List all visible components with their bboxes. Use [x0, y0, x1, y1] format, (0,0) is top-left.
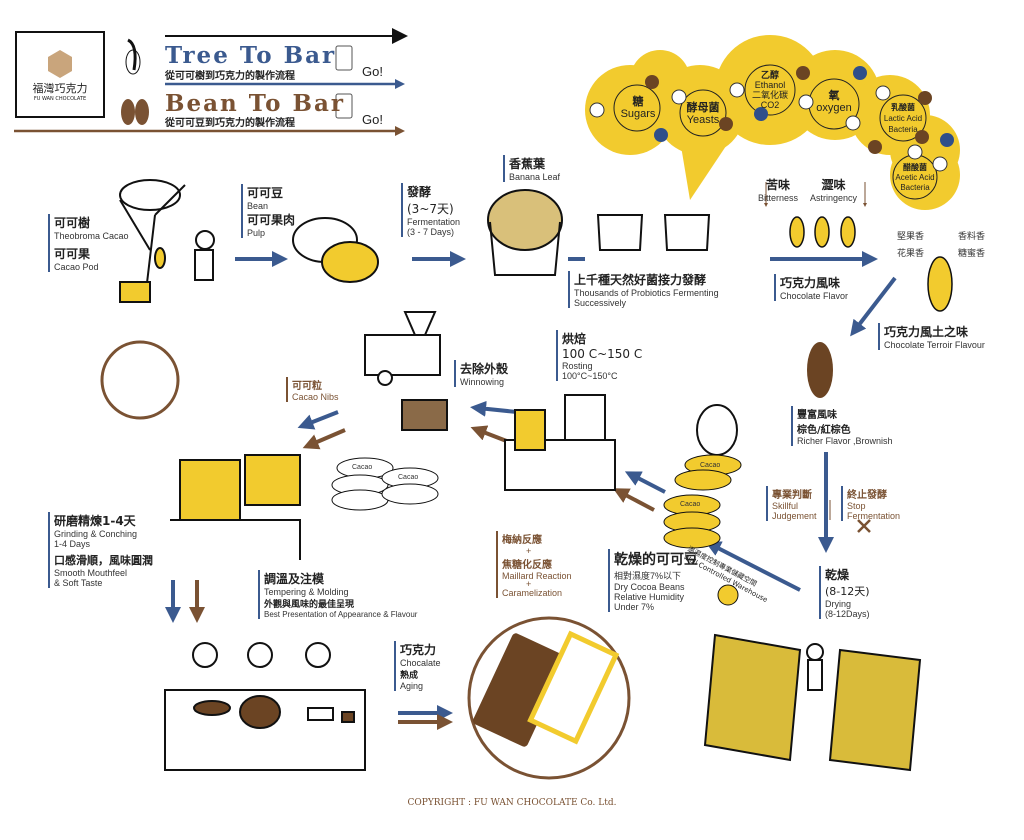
microbe-dots — [589, 66, 954, 172]
roaster-machine — [504, 394, 616, 491]
white-sacks — [331, 457, 439, 511]
aroma-honey: 糖蜜香 — [958, 248, 986, 258]
bar-icon — [335, 45, 353, 71]
tree-to-bar-title: Tree To Bar — [165, 42, 337, 69]
logo-emblem — [48, 50, 72, 78]
sack-label: Cacao — [398, 474, 419, 481]
stop-x-icon — [857, 519, 871, 533]
chocolate-bar-illustration — [467, 616, 631, 780]
molding-table — [164, 642, 366, 771]
sack-label: Cacao — [680, 501, 701, 508]
winnowing-machine — [364, 311, 448, 431]
bean-icon — [121, 99, 135, 125]
logo-text: 福灣巧克力 — [32, 82, 88, 95]
logo-frame — [15, 31, 105, 118]
aroma-nut: 堅果香 — [897, 231, 925, 241]
sack-label: Cacao — [700, 462, 721, 469]
logo-subtext: FU WAN CHOCOLATE — [33, 96, 87, 102]
fermentation-boxes — [596, 214, 711, 251]
sack-label: Cacao — [352, 464, 373, 471]
bean-to-bar-subtitle: 從可可豆到巧克力的製作流程 — [165, 118, 295, 129]
cacao-tree-illustration — [119, 179, 215, 303]
bean-to-bar-title: Bean To Bar — [165, 90, 345, 117]
aroma-spice: 香料香 — [958, 231, 986, 241]
cacao-sacks — [663, 454, 742, 549]
conching-machine — [100, 340, 301, 560]
banana-leaf-basket — [487, 189, 563, 276]
beans-flavor — [789, 216, 953, 312]
label-drying: 乾燥(8-12天)Drying(8-12Days) — [819, 566, 870, 619]
label-fermentation: 發酵(3~7天) Fermentation(3 - 7 Days) — [401, 183, 460, 237]
pod-icon — [125, 49, 141, 75]
aroma-fruit: 花果香 — [897, 248, 925, 258]
brown-bean — [807, 342, 833, 398]
bean-go: Go! — [362, 112, 383, 127]
sun-icon — [717, 584, 739, 606]
tree-go: Go! — [362, 64, 383, 79]
leaf-icon — [127, 38, 137, 71]
cacao-pod-illustration — [292, 217, 379, 283]
bar-icon — [335, 93, 353, 119]
drying-racks — [703, 633, 922, 772]
thought-bean — [696, 404, 738, 456]
tree-to-bar-subtitle: 從可可樹到巧克力的製作流程 — [165, 71, 295, 82]
copyright: COPYRIGHT : FU WAN CHOCOLATE Co. Ltd. — [407, 798, 617, 808]
